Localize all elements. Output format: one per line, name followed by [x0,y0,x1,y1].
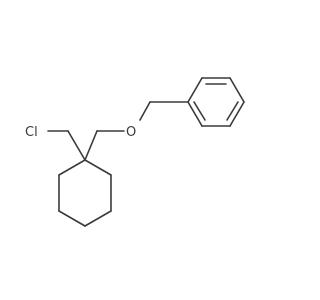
o-to-benzyl-ch2-bond [139,101,151,121]
benzene-ring [187,77,245,127]
ring-bond-4 [58,210,86,227]
quaternary-to-ch2o-bond [84,130,98,161]
quaternary-to-ch2-bond [67,130,86,161]
ring-bond-1 [84,159,112,176]
structure-diagram: Cl O [25,77,245,227]
benzene-bond-3 [229,77,245,103]
chlorine-atom-label: Cl [25,125,38,140]
benzyloxymethyl-chain [84,101,189,161]
benzene-double-bond-2 [226,101,239,121]
oxygen-atom-label: O [126,125,136,140]
benzene-bond-1 [187,77,203,103]
benzene-double-bond-3 [193,101,206,121]
ring-bond-3 [84,210,112,227]
benzene-bond-4 [229,101,245,127]
benzene-bond-6 [187,101,203,127]
chloromethyl-group [47,130,86,161]
cyclohexane-ring [58,159,112,227]
ring-bond-6 [58,159,86,176]
